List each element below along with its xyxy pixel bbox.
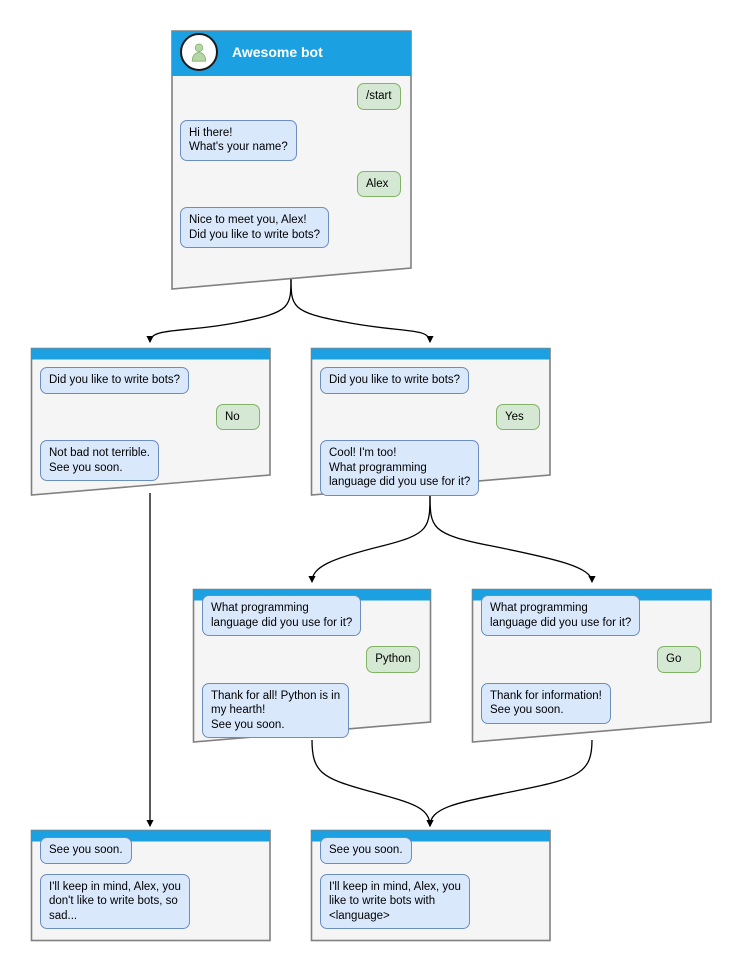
edge-go-to-end-yes bbox=[426, 739, 593, 828]
bot-message-bubble: Not bad not terrible. See you soon. bbox=[40, 440, 160, 481]
message-row: No bbox=[40, 403, 262, 430]
chat-body: What programming language did you use fo… bbox=[471, 595, 713, 734]
message-row: Thank for all! Python is in my hearth! S… bbox=[202, 682, 422, 738]
bot-message-bubble: Cool! I'm too! What programming language… bbox=[320, 440, 480, 496]
message-row: See you soon. bbox=[320, 837, 542, 864]
chat-body: What programming language did you use fo… bbox=[192, 595, 432, 748]
node-content: See you soon. I'll keep in mind, Alex, y… bbox=[30, 829, 272, 939]
chat-node-end-yes[interactable]: See you soon. I'll keep in mind, Alex, y… bbox=[310, 829, 552, 942]
chat-body: See you soon. I'll keep in mind, Alex, y… bbox=[30, 837, 272, 939]
chat-body: Did you like to write bots? No Not bad n… bbox=[30, 358, 272, 491]
node-content: What programming language did you use fo… bbox=[192, 588, 432, 748]
message-row: What programming language did you use fo… bbox=[202, 595, 422, 636]
node-content: Did you like to write bots? No Not bad n… bbox=[30, 347, 272, 491]
chat-body: /start Hi there! What's your name? Alex … bbox=[170, 74, 413, 258]
user-message-bubble: Alex bbox=[357, 170, 401, 197]
message-row: Not bad not terrible. See you soon. bbox=[40, 440, 262, 481]
bot-message-bubble: Thank for all! Python is in my hearth! S… bbox=[202, 682, 350, 738]
user-message-bubble: No bbox=[216, 403, 260, 430]
bot-name-label: Awesome bot bbox=[232, 43, 323, 60]
edge-python-to-end-yes bbox=[311, 739, 434, 828]
edge-yes-to-python bbox=[308, 492, 431, 584]
bot-message-bubble: Nice to meet you, Alex! Did you like to … bbox=[180, 207, 330, 248]
chat-node-python-branch[interactable]: What programming language did you use fo… bbox=[192, 588, 432, 744]
bot-message-bubble: Did you like to write bots? bbox=[40, 367, 190, 394]
person-avatar-icon bbox=[180, 32, 218, 71]
node-content: What programming language did you use fo… bbox=[471, 588, 713, 734]
edge-yes-to-go bbox=[429, 492, 596, 584]
chat-node-root[interactable]: Awesome bot /start Hi there! What's your… bbox=[170, 29, 413, 291]
chat-node-no-branch[interactable]: Did you like to write bots? No Not bad n… bbox=[30, 347, 272, 497]
chat-node-end-no[interactable]: See you soon. I'll keep in mind, Alex, y… bbox=[30, 829, 272, 942]
message-row: Did you like to write bots? bbox=[320, 367, 542, 394]
message-row: What programming language did you use fo… bbox=[481, 595, 703, 636]
chat-header-bar bbox=[30, 347, 272, 358]
user-message-bubble: /start bbox=[357, 83, 401, 110]
message-row: Did you like to write bots? bbox=[40, 367, 262, 394]
message-row: Thank for information! See you soon. bbox=[481, 682, 703, 724]
bot-message-bubble: I'll keep in mind, Alex, you like to wri… bbox=[320, 873, 470, 929]
chat-node-go-branch[interactable]: What programming language did you use fo… bbox=[471, 588, 713, 744]
message-row: Yes bbox=[320, 403, 542, 430]
bot-message-bubble: Thank for information! See you soon. bbox=[481, 682, 611, 724]
message-row: Cool! I'm too! What programming language… bbox=[320, 440, 542, 496]
bot-message-bubble: Did you like to write bots? bbox=[320, 367, 470, 394]
message-row: Go bbox=[481, 646, 703, 673]
message-row: Nice to meet you, Alex! Did you like to … bbox=[180, 207, 403, 248]
chat-header-bar bbox=[310, 347, 552, 358]
bot-message-bubble: See you soon. bbox=[40, 837, 132, 864]
message-row: Hi there! What's your name? bbox=[180, 119, 403, 161]
bot-message-bubble: Hi there! What's your name? bbox=[180, 119, 297, 161]
chat-body: Did you like to write bots? Yes Cool! I'… bbox=[310, 358, 552, 506]
bot-message-bubble: See you soon. bbox=[320, 837, 412, 864]
user-message-bubble: Python bbox=[366, 646, 420, 673]
chat-node-yes-branch[interactable]: Did you like to write bots? Yes Cool! I'… bbox=[310, 347, 552, 497]
message-row: I'll keep in mind, Alex, you don't like … bbox=[40, 873, 262, 929]
user-message-bubble: Yes bbox=[496, 403, 540, 430]
message-row: I'll keep in mind, Alex, you like to wri… bbox=[320, 873, 542, 929]
user-message-bubble: Go bbox=[657, 646, 701, 673]
node-content: See you soon. I'll keep in mind, Alex, y… bbox=[310, 829, 552, 939]
bot-message-bubble: What programming language did you use fo… bbox=[481, 595, 641, 636]
chat-header: Awesome bot bbox=[170, 29, 413, 74]
message-row: Python bbox=[202, 646, 422, 673]
node-content: Awesome bot /start Hi there! What's your… bbox=[170, 29, 413, 258]
bot-message-bubble: What programming language did you use fo… bbox=[202, 595, 362, 636]
message-row: Alex bbox=[180, 170, 403, 197]
message-row: /start bbox=[180, 83, 403, 110]
chat-body: See you soon. I'll keep in mind, Alex, y… bbox=[310, 837, 552, 939]
message-row: See you soon. bbox=[40, 837, 262, 864]
node-content: Did you like to write bots? Yes Cool! I'… bbox=[310, 347, 552, 506]
bot-message-bubble: I'll keep in mind, Alex, you don't like … bbox=[40, 873, 190, 929]
